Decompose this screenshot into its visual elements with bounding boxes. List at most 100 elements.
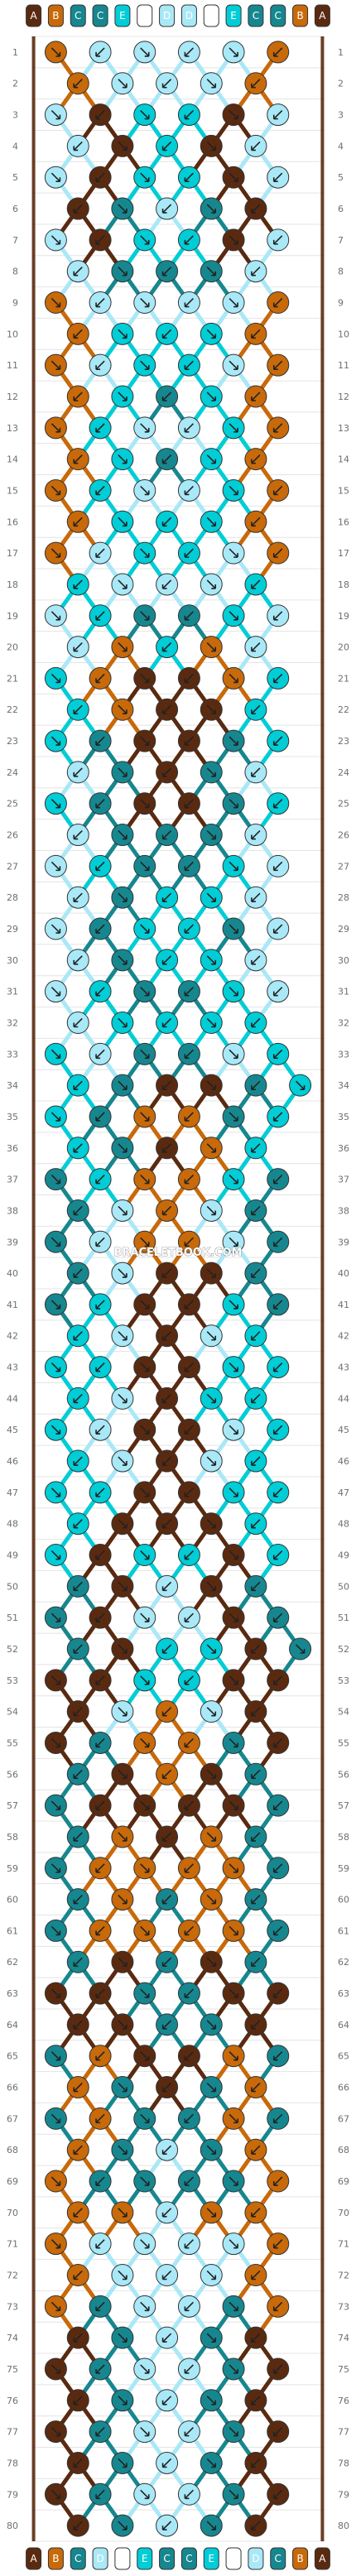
knot-arrowhead-icon (95, 114, 101, 120)
knot-arrowhead-icon (122, 521, 127, 527)
row-number-left: 55 (7, 1737, 18, 1748)
knot-arrowhead-icon (73, 2087, 79, 2093)
row-number-left: 40 (7, 1268, 18, 1279)
knot-arrowhead-icon (144, 1805, 150, 1810)
knot-arrow-icon (273, 1112, 283, 1122)
row-number-left: 19 (7, 611, 18, 622)
knot-arrow-icon (229, 1175, 238, 1185)
knot-arrowhead-icon (211, 2463, 217, 2468)
knot-arrow-icon (95, 1487, 105, 1497)
knot-arrow-icon (229, 1049, 238, 1059)
row-number-left: 64 (7, 2020, 18, 2031)
knot-arrowhead-icon (122, 2463, 127, 2468)
row-number-left: 24 (7, 767, 18, 778)
knot-arrowhead-icon (211, 584, 217, 589)
knot-arrowhead-icon (233, 2118, 238, 2124)
knot-arrow-icon (95, 1237, 105, 1247)
knot-arrowhead-icon (272, 2494, 278, 2500)
knot-arrow-icon (273, 1362, 283, 1372)
knot-arrowhead-icon (95, 427, 101, 433)
knot-arrowhead-icon (161, 1022, 167, 1028)
knot-arrowhead-icon (272, 2055, 278, 2061)
knot-arrowhead-icon (73, 1273, 79, 1278)
row-number-left: 51 (7, 1612, 18, 1623)
knot-arrowhead-icon (144, 1116, 150, 1122)
knot-arrowhead-icon (211, 834, 217, 840)
string-letter: F (209, 10, 214, 22)
knot-arrowhead-icon (73, 1022, 79, 1028)
knot-arrow-icon (296, 1080, 305, 1090)
knot-arrow-icon (51, 47, 60, 57)
knot-arrowhead-icon (161, 271, 167, 276)
knot-arrowhead-icon (184, 2243, 190, 2249)
knot-arrowhead-icon (233, 302, 238, 308)
knot-arrow-icon (251, 1331, 261, 1341)
knot-arrow-icon (184, 736, 194, 746)
knot-arrow-icon (118, 829, 127, 840)
knot-arrow-icon (273, 2176, 283, 2186)
string-tab (114, 2547, 131, 2570)
knot-arrow-icon (51, 2176, 60, 2186)
knot-arrow-icon (273, 485, 283, 496)
string-letter: C (253, 10, 259, 22)
knot-arrowhead-icon (161, 2087, 167, 2093)
string-tab (92, 4, 108, 27)
knot-arrow-icon (162, 454, 172, 464)
knot-arrow-icon (95, 924, 105, 934)
knot-arrowhead-icon (272, 490, 278, 496)
knot-arrow-icon (184, 360, 194, 370)
knot-arrowhead-icon (251, 1774, 256, 1780)
knot-arrow-icon (118, 1143, 127, 1153)
knot-arrow-icon (73, 392, 83, 401)
knot-arrowhead-icon (161, 2024, 167, 2030)
knot-arrow-icon (251, 1644, 261, 1654)
knot-arrow-icon (273, 1237, 283, 1247)
knot-arrow-icon (95, 235, 105, 245)
row-number-right: 29 (338, 924, 349, 935)
knot-arrowhead-icon (122, 1774, 127, 1780)
knot-arrow-icon (162, 1707, 172, 1717)
knot-arrowhead-icon (233, 615, 238, 621)
row-number-right: 60 (338, 1895, 349, 1906)
knot-arrowhead-icon (251, 834, 256, 840)
knot-arrow-icon (140, 235, 150, 245)
knot-arrow-icon (51, 297, 60, 308)
knot-arrow-icon (140, 1112, 150, 1122)
knot-arrow-icon (296, 1644, 305, 1654)
knot-arrowhead-icon (233, 803, 238, 809)
string-tab (248, 2547, 264, 2570)
knot-arrow-icon (184, 861, 194, 871)
knot-arrowhead-icon (211, 1335, 217, 1341)
knot-arrow-icon (95, 2113, 105, 2123)
row-number-left: 59 (7, 1863, 18, 1874)
string-letter: D (163, 10, 171, 22)
knot-arrowhead-icon (73, 1711, 79, 1717)
knot-arrowhead-icon (211, 1523, 217, 1529)
knot-arrow-icon (95, 1112, 105, 1122)
knot-arrowhead-icon (73, 1461, 79, 1466)
knot-arrow-icon (184, 924, 194, 934)
knot-arrow-icon (184, 1550, 194, 1560)
row-number-left: 27 (7, 861, 18, 872)
knot-arrow-icon (273, 673, 283, 683)
row-number-right: 52 (338, 1644, 349, 1655)
row-number-right: 68 (338, 2145, 349, 2155)
knot-arrow-icon (184, 1925, 194, 1935)
knot-arrowhead-icon (211, 209, 217, 214)
watermark-text: BRACELETBOOK.COM (114, 1247, 243, 1259)
knot-arrow-icon (140, 673, 150, 683)
top-string: B (292, 4, 309, 27)
row-number-right: 48 (338, 1519, 349, 1530)
knot-arrow-icon (162, 829, 172, 840)
knot-arrowhead-icon (272, 1116, 278, 1122)
knot-arrow-icon (51, 861, 60, 871)
knot-arrow-icon (162, 1895, 172, 1905)
string-letter: C (275, 2553, 281, 2564)
knot-arrowhead-icon (55, 2368, 61, 2374)
knot-arrowhead-icon (161, 1210, 167, 1216)
knot-arrowhead-icon (55, 1930, 61, 1936)
knot-arrow-icon (140, 1800, 150, 1810)
string-tab (270, 4, 286, 27)
knot-arrowhead-icon (251, 2275, 256, 2280)
row-number-left: 29 (7, 924, 18, 935)
